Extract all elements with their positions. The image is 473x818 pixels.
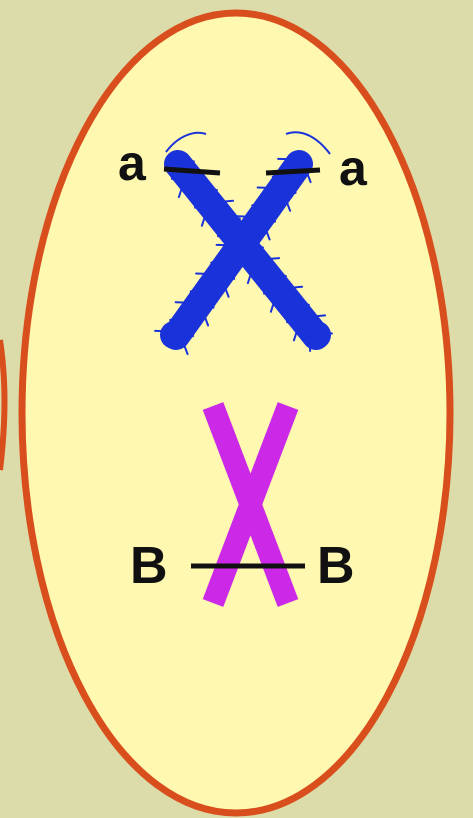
gene-label-a-left: a — [118, 138, 146, 188]
centromere-a-right — [303, 321, 331, 349]
gene-label-a-right: a — [339, 143, 367, 193]
gene-a-band-right — [266, 170, 320, 173]
cell-membrane — [22, 13, 450, 813]
centromere-a-left — [160, 321, 188, 349]
gene-label-b-left: B — [130, 540, 168, 592]
gene-label-b-right: B — [317, 540, 355, 592]
